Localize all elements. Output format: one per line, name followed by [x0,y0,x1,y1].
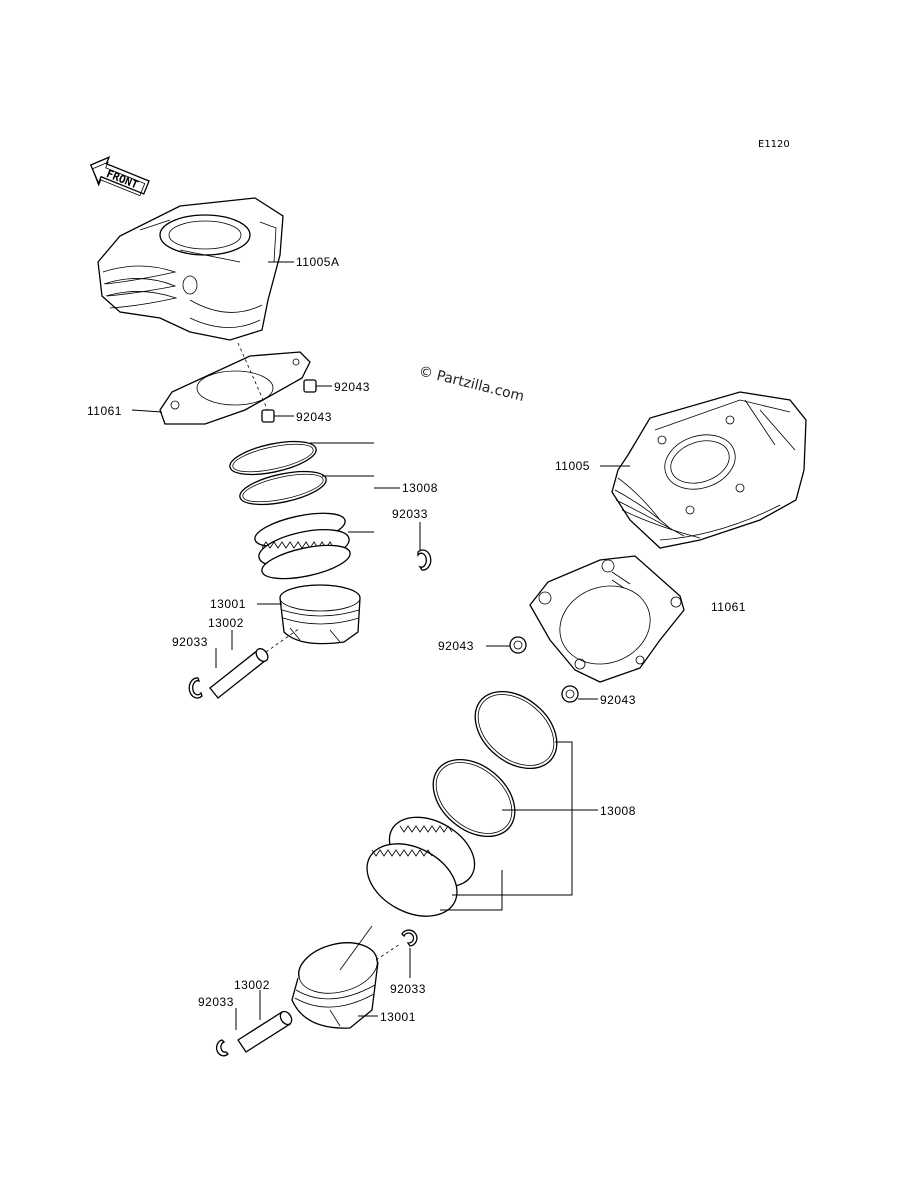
cylinder-base-gasket-bottom-part [529,555,685,683]
callout-92043-d: 92043 [600,693,636,707]
callout-92033-top-left: 92033 [172,635,208,649]
callout-92043-b: 92043 [296,410,332,424]
dowel-pin-bottom-a-part [509,636,527,654]
callout-13008-bottom: 13008 [600,804,636,818]
dowel-pin-top-a-part [303,379,317,393]
callout-92033-bottom-left: 92033 [198,995,234,1009]
callout-13002-top: 13002 [208,616,244,630]
piston-rings-bottom-part [366,690,558,917]
callout-92043-c: 92043 [438,639,474,653]
cylinder-11005-part [611,391,807,549]
callout-13001-bottom: 13001 [380,1010,416,1024]
callout-13002-bottom: 13002 [234,978,270,992]
callout-11061-bottom: 11061 [711,600,746,614]
piston-rings-top-part [229,440,351,580]
cylinder-base-gasket-top-part [159,342,311,425]
watermark: © Partzilla.com [417,363,526,405]
callout-92033-bottom-right: 92033 [390,982,426,996]
dowel-pin-bottom-b-part [561,685,579,703]
callout-92033-top-right: 92033 [392,507,428,521]
piston-pin-top-part [209,627,301,699]
callout-11005: 11005 [555,459,590,473]
piston-pin-bottom-part [237,1010,293,1053]
front-arrow-icon: FRONT [89,156,150,197]
callout-92043-a: 92043 [334,380,370,394]
callout-13001-top: 13001 [210,597,246,611]
diagram-code: E1120 [758,139,790,150]
dowel-pin-top-b-part [261,409,275,423]
circlip-bottom-right-part [401,929,418,947]
circlip-bottom-left-part [215,1039,229,1057]
callout-11061-top: 11061 [87,404,122,418]
circlip-top-right-part [417,549,432,571]
piston-bottom-part [291,925,379,1029]
circlip-top-left-part [188,677,203,699]
cylinder-11005a-part [97,197,284,341]
callout-13008-top: 13008 [402,481,438,495]
callout-11005a: 11005A [296,255,339,269]
piston-top-part [279,584,361,645]
